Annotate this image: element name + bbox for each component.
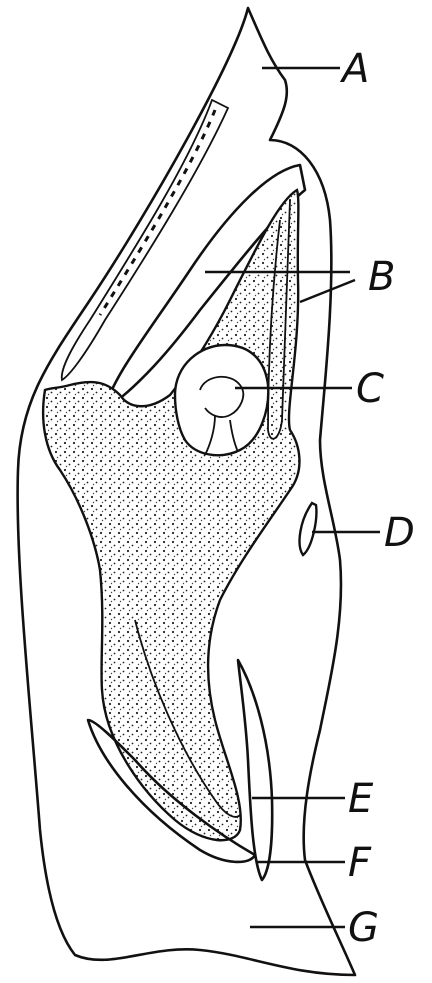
label-f: F	[348, 840, 372, 886]
label-e: E	[348, 776, 374, 822]
label-d: D	[384, 510, 415, 556]
inner-pocket	[175, 345, 268, 455]
embryo-stippled	[43, 190, 299, 840]
micropyle-pore	[300, 503, 317, 555]
upper-strip-dashes	[100, 110, 215, 315]
label-c: C	[356, 366, 384, 412]
label-g: G	[348, 905, 379, 951]
leader-b2	[300, 280, 355, 302]
label-a: A	[339, 46, 369, 92]
label-b: B	[368, 254, 395, 300]
